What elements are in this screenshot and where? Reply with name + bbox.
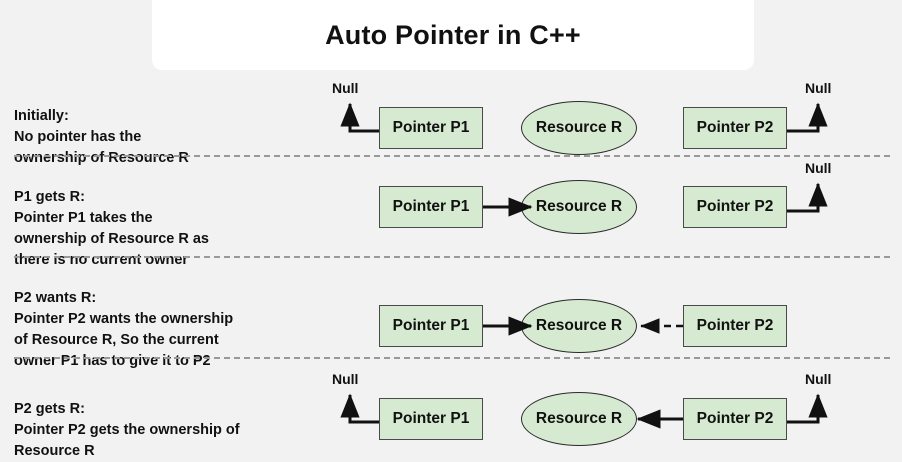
pointer-p2-label: Pointer P2 (696, 410, 774, 427)
resource-r-label: Resource R (535, 119, 623, 136)
row-p2-gets-r-p1-null-arrow (340, 393, 379, 424)
pointer-p1-label: Pointer P1 (392, 198, 470, 215)
row-initially-pointer-p1-box: Pointer P1 (379, 107, 483, 149)
resource-r-label: Resource R (535, 410, 623, 427)
heading-text: P2 gets R: (14, 401, 85, 417)
row-p2-wants-r-pointer-p2-box: Pointer P2 (683, 305, 787, 347)
heading-text: P1 gets R: (14, 189, 85, 205)
pointer-p1-label: Pointer P1 (392, 410, 470, 427)
description-text: No pointer has the ownership of Resource… (14, 129, 189, 166)
row-divider-3 (14, 357, 890, 359)
row-initially-p2-null-label: Null (805, 80, 832, 96)
resource-r-label: Resource R (535, 198, 623, 215)
row-p2-gets-r-pointer-p1-box: Pointer P1 (379, 398, 483, 440)
row-p1-gets-r-p2-null-label: Null (805, 160, 832, 176)
row-p2-gets-r-p2-null-arrow (787, 393, 828, 424)
row-p2-gets-r-p1-null-label: Null (332, 371, 359, 387)
row-initially-p1-null-arrow (340, 102, 379, 133)
heading-text: P2 wants R: (14, 290, 97, 306)
row-p1-gets-r-resource-r-node: Resource R (521, 180, 637, 234)
row-p1-gets-r-heading: P1 gets R: (14, 166, 334, 208)
row-initially-description: No pointer has the ownership of Resource… (14, 106, 334, 169)
row-p2-gets-r-heading: P2 gets R: (14, 378, 334, 420)
pointer-p1-label: Pointer P1 (392, 317, 470, 334)
row-p2-wants-r-resource-r-node: Resource R (521, 299, 637, 353)
row-p2-gets-r-p2-null-label: Null (805, 371, 832, 387)
row-initially-pointer-p2-box: Pointer P2 (683, 107, 787, 149)
row-initially-heading: Initially: (14, 85, 334, 127)
resource-r-label: Resource R (535, 317, 623, 334)
row-p2-wants-r-pointer-p1-box: Pointer P1 (379, 305, 483, 347)
description-text: Pointer P2 wants the ownership of Resour… (14, 311, 234, 369)
pointer-p2-label: Pointer P2 (696, 317, 774, 334)
row-p1-gets-r-p2-null-arrow (787, 182, 828, 213)
pointer-p2-label: Pointer P2 (696, 119, 774, 136)
row-p1-gets-r-description: Pointer P1 takes the ownership of Resour… (14, 187, 334, 271)
page-title: Auto Pointer in C++ (325, 19, 581, 50)
heading-text: Initially: (14, 108, 69, 124)
pointer-p2-label: Pointer P2 (696, 198, 774, 215)
pointer-p1-label: Pointer P1 (392, 119, 470, 136)
description-text: Pointer P1 takes the ownership of Resour… (14, 210, 209, 268)
description-text: Pointer P2 gets the ownership of Resourc… (14, 422, 240, 459)
row-p1-gets-r-pointer-p2-box: Pointer P2 (683, 186, 787, 228)
row-p2-gets-r-pointer-p2-box: Pointer P2 (683, 398, 787, 440)
row-p2-wants-r-description: Pointer P2 wants the ownership of Resour… (14, 288, 334, 372)
row-initially-resource-r-node: Resource R (521, 101, 637, 155)
row-p2-wants-r-heading: P2 wants R: (14, 267, 334, 309)
row-p1-gets-r-pointer-p1-box: Pointer P1 (379, 186, 483, 228)
title-card: Auto Pointer in C++ (152, 0, 754, 70)
row-initially-p2-null-arrow (787, 102, 828, 133)
row-divider-1 (14, 155, 890, 157)
row-p2-gets-r-resource-r-node: Resource R (521, 392, 637, 446)
row-divider-2 (14, 256, 890, 258)
row-p2-gets-r-description: Pointer P2 gets the ownership of Resourc… (14, 399, 334, 462)
row-initially-p1-null-label: Null (332, 80, 359, 96)
